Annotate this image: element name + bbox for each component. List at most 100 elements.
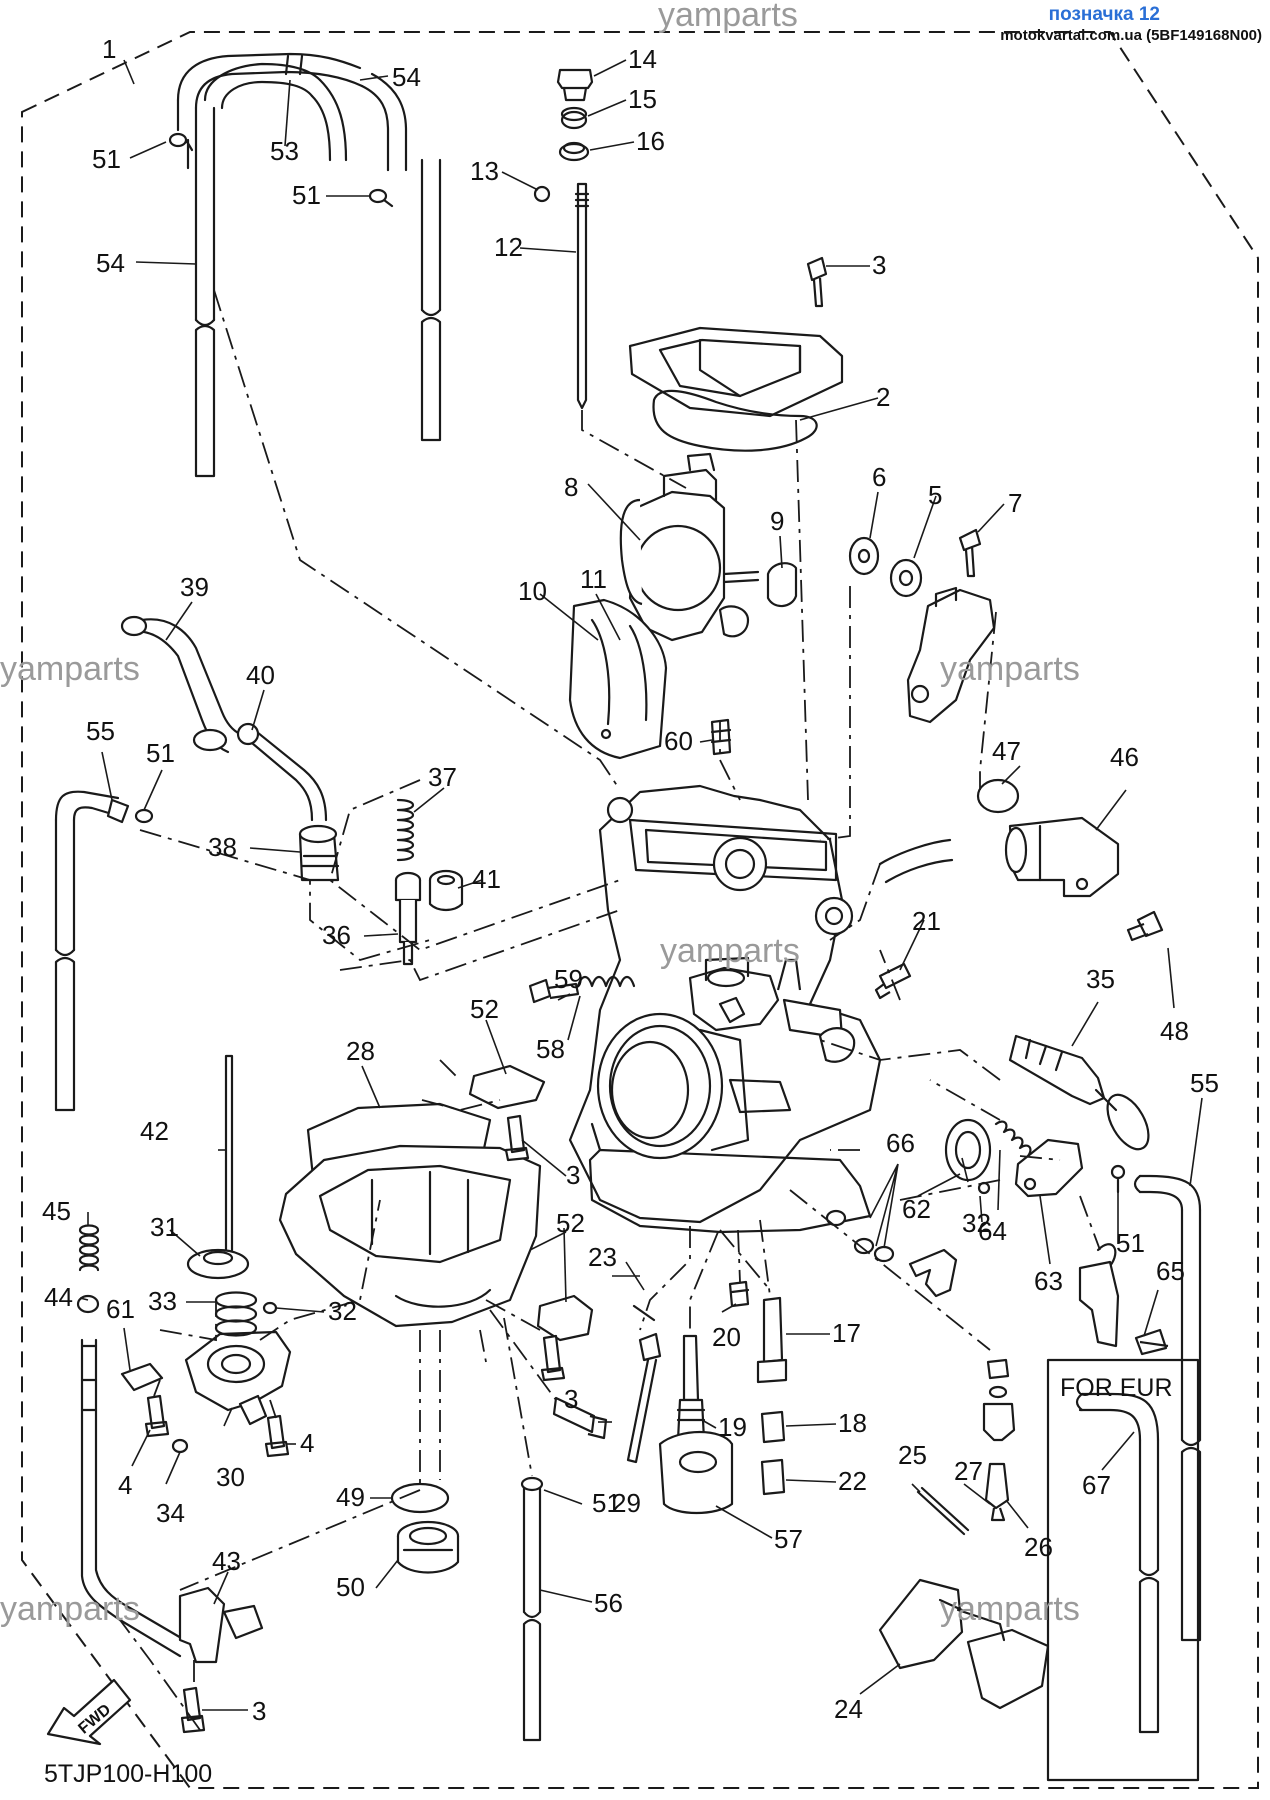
callout-label: 56: [594, 1588, 623, 1618]
top-cover: [628, 256, 844, 418]
callout-label: 32: [328, 1296, 357, 1326]
for-eur-box: [1046, 1358, 1200, 1782]
callout-label: 43: [212, 1546, 241, 1576]
oring-34: [171, 1438, 189, 1454]
callout-label: 65: [1156, 1256, 1185, 1286]
callout-label: 36: [322, 920, 351, 950]
hose-55-right: [1133, 1174, 1202, 1642]
callout-label: 51: [592, 1488, 621, 1518]
washer-6: [848, 536, 880, 576]
callout-label: 4: [300, 1428, 314, 1458]
orings-66: [825, 1209, 895, 1263]
callout-label: 62: [902, 1194, 931, 1224]
oring-49: [390, 1482, 450, 1514]
watermark-left: yamparts: [0, 650, 140, 688]
callout-label: 3: [252, 1696, 266, 1726]
float-bowl-plate-52a: [468, 1064, 546, 1110]
callout-label: 29: [612, 1488, 641, 1518]
callout-label: 38: [208, 832, 237, 862]
screw-4b: [264, 1414, 290, 1458]
callout-label: 3: [872, 250, 886, 280]
callout-label: 21: [912, 906, 941, 936]
assembly-boundary: [21, 31, 1259, 1789]
callout-label: 59: [554, 964, 583, 994]
callout-label: 51: [146, 738, 175, 768]
callout-label: 11: [580, 564, 607, 594]
callout-label: 61: [106, 1294, 135, 1324]
screw-3c: [540, 1334, 566, 1382]
callout-label: 4: [118, 1470, 132, 1500]
throttle-slide: [619, 452, 760, 642]
leader-lines: [79, 59, 1203, 1711]
throttle-stop-46: [878, 816, 1120, 898]
callout-label: 54: [96, 248, 125, 278]
screw-4a: [144, 1394, 170, 1438]
callout-label: 24: [834, 1694, 863, 1724]
callout-label: 60: [664, 726, 693, 756]
callout-label: 50: [336, 1572, 365, 1602]
starter-jet-22: [760, 1458, 786, 1496]
callout-label: 26: [1024, 1532, 1053, 1562]
float-bowl-plate-52b: [536, 1294, 594, 1342]
vent-hose-right: [386, 158, 442, 442]
overflow-hose-56: [520, 1476, 544, 1742]
spring-37: [396, 798, 415, 862]
callout-labels: 1 2 3 3 3 3 4 4 5 6 7 8 9 10 11 12 13 14…: [42, 34, 1219, 1726]
spring-45: [78, 1224, 100, 1272]
air-hose-39: [120, 615, 242, 754]
watermark-center: yamparts: [660, 932, 800, 970]
lever-65: [1078, 1260, 1169, 1356]
cover-63: [1014, 1138, 1084, 1198]
callout-label: 23: [588, 1242, 617, 1272]
main-jet-18: [760, 1410, 786, 1444]
callout-label: 55: [86, 716, 115, 746]
callout-label: 18: [838, 1408, 867, 1438]
lever-43: [178, 1586, 264, 1664]
screw-7: [958, 528, 982, 578]
air-hose-40: [236, 722, 328, 822]
cap-41: [428, 869, 464, 912]
needle-seat-plug: [986, 1358, 1010, 1380]
accel-pump-30: [184, 1330, 292, 1426]
callout-label: 25: [898, 1440, 927, 1470]
oring-47: [976, 778, 1020, 814]
float-needle-26: [984, 1462, 1010, 1522]
callout-label: 27: [954, 1456, 983, 1486]
callout-label: 16: [636, 126, 665, 156]
spring-33: [214, 1291, 258, 1337]
callout-label: 52: [556, 1208, 585, 1238]
float-bowl: [278, 1144, 542, 1328]
pilot-jet-23: [626, 1304, 662, 1464]
watermark-right: yamparts: [940, 650, 1080, 688]
baffle-57: [658, 1430, 734, 1514]
cap-38: [298, 824, 340, 882]
screw-3b: [504, 1114, 530, 1162]
spring-64: [994, 1120, 1032, 1158]
callout-label: 7: [1008, 488, 1022, 518]
for-eur-label: FOR EUR: [1060, 1374, 1173, 1402]
callout-label: 63: [1034, 1266, 1063, 1296]
callout-label: 51: [292, 180, 321, 210]
callout-label: 49: [336, 1482, 365, 1512]
callout-label: 30: [216, 1462, 245, 1492]
callout-label: 66: [886, 1128, 915, 1158]
callout-label: 64: [978, 1216, 1007, 1246]
callout-label: 14: [628, 44, 657, 74]
fwd-arrow-icon: FWD: [46, 1678, 132, 1746]
elbow-fitting: [908, 1248, 958, 1298]
hose-clip-51c: [134, 808, 154, 824]
vent-hose-upper: [176, 52, 408, 172]
callout-label: 51: [1116, 1228, 1145, 1258]
drain-screw-29: [552, 1396, 608, 1440]
watermark-bottom-left: yamparts: [0, 1590, 140, 1628]
needle-cap-parts: [533, 68, 594, 410]
callout-label: 52: [470, 994, 499, 1024]
cover-gasket: [652, 389, 818, 452]
drain-plug-50: [396, 1520, 460, 1574]
callout-label: 12: [494, 232, 523, 262]
pump-hose: [80, 1338, 190, 1658]
needle-jet-19: [676, 1334, 706, 1442]
hose-clip-51b: [368, 188, 394, 208]
callout-label: 39: [180, 572, 209, 602]
